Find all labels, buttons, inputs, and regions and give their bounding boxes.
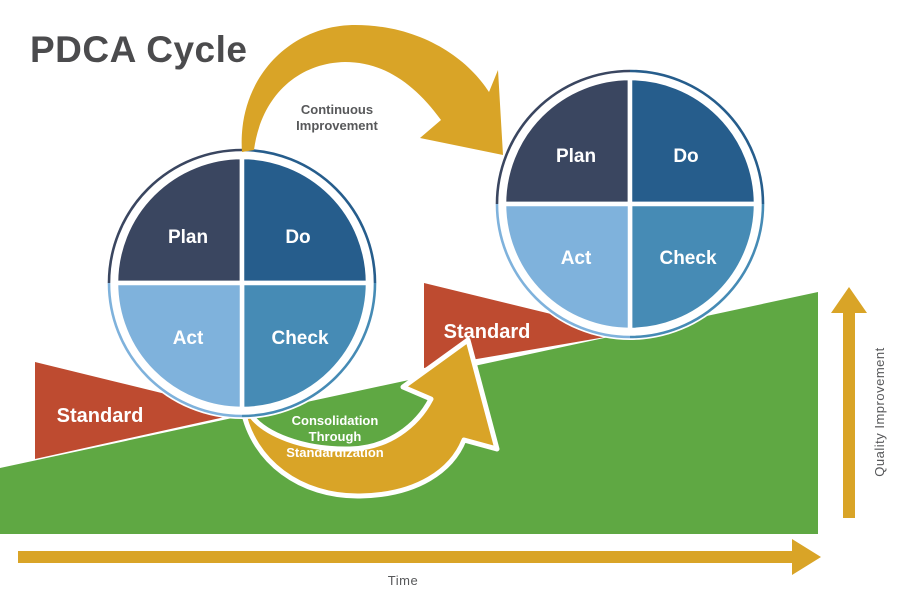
standard-label-2: Standard	[444, 321, 531, 343]
pdca-circle-1: Plan Do Act Check	[106, 147, 378, 419]
quality-improvement-axis-label: Quality Improvement	[872, 347, 887, 476]
consolidation-text-line3: Standardization	[286, 445, 384, 460]
circle-2-quadrant-check	[627, 201, 759, 333]
consolidation-arrow	[240, 337, 500, 499]
circle-1-quadrant-act	[113, 280, 245, 412]
circle-2-ring-act	[495, 203, 631, 339]
time-axis-arrow	[18, 539, 821, 575]
circle-2-plan-label: Plan	[556, 146, 596, 167]
standard-wedge-2	[424, 283, 629, 368]
circle-1-ring-plan	[107, 148, 243, 284]
continuous-text-line1: Continuous	[301, 102, 373, 117]
standard-wedge-1	[35, 362, 243, 459]
consolidation-text-line2: Through	[309, 429, 362, 444]
standard-label-1: Standard	[57, 405, 144, 427]
continuous-text-line2: Improvement	[296, 118, 378, 133]
pdca-circle-2: Plan Do Act Check	[494, 68, 766, 340]
circle-2-ring-do	[629, 69, 765, 205]
circle-2-do-label: Do	[673, 146, 698, 167]
circle-2-quadrant-do	[627, 75, 759, 207]
circle-1-ring-check	[241, 282, 377, 418]
quality-slope-shape	[0, 292, 818, 534]
circle-1-quadrant-check	[239, 280, 371, 412]
circle-1-quadrant-plan	[113, 154, 245, 286]
circle-1-ring-do	[241, 148, 377, 284]
circle-1-do-label: Do	[285, 227, 310, 248]
circle-2-quadrant-act	[501, 201, 633, 333]
circle-1-plan-label: Plan	[168, 227, 208, 248]
circle-2-quadrant-plan	[501, 75, 633, 207]
consolidation-text-line1: Consolidation	[292, 413, 379, 428]
circle-2-ring-plan	[495, 69, 631, 205]
circle-2-check-label: Check	[659, 248, 716, 269]
circle-1-quadrant-do	[239, 154, 371, 286]
circle-1-ring-act	[107, 282, 243, 418]
circle-2-act-label: Act	[561, 248, 592, 269]
time-axis-label: Time	[388, 573, 418, 588]
circle-1-check-label: Check	[271, 328, 328, 349]
quality-improvement-axis-arrow	[831, 287, 867, 518]
circle-1-act-label: Act	[173, 328, 204, 349]
continuous-improvement-arrow	[241, 24, 503, 155]
page-title: PDCA Cycle	[30, 29, 247, 70]
circle-2-ring-check	[629, 203, 765, 339]
continuous-improvement-annotation: Continuous Improvement	[296, 102, 378, 133]
consolidation-annotation: Consolidation Through Standardization	[286, 413, 384, 460]
